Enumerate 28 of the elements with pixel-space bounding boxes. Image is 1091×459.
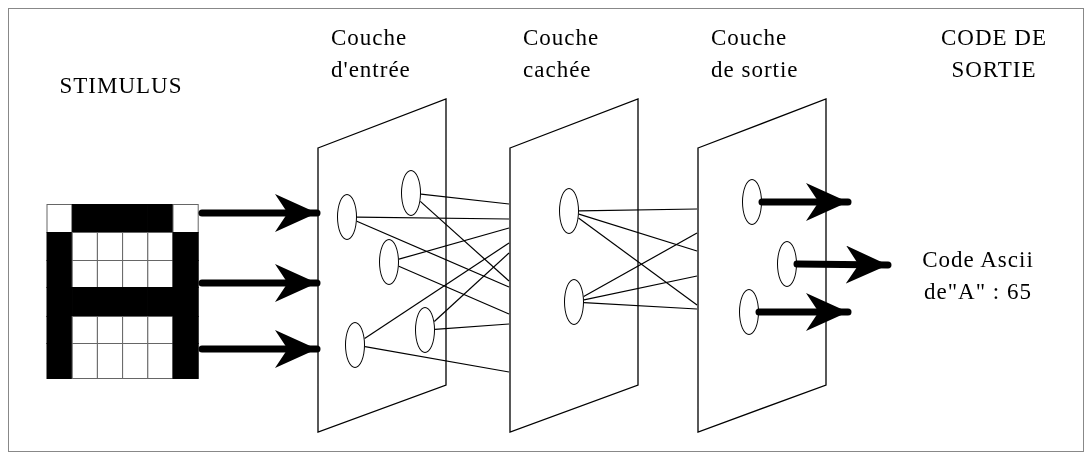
layer-heading: Couche d'entrée (331, 24, 412, 84)
output-code-text: Code Ascii de"A" : 65 (921, 246, 1035, 306)
layer-heading: Couche cachée (523, 24, 601, 84)
arrow (755, 293, 852, 331)
connection-line (583, 302, 698, 310)
stimulus-heading: STIMULUS (58, 72, 184, 100)
connection-line (356, 216, 510, 220)
connection-line (578, 208, 698, 212)
output-heading: CODE DE SORTIE (940, 24, 1048, 84)
connection-line (398, 227, 510, 260)
connection-line (577, 217, 698, 306)
arrow (758, 183, 852, 221)
arrow (198, 194, 321, 232)
connection-line (364, 242, 510, 340)
connection-line (583, 275, 698, 301)
connection-line (364, 346, 510, 373)
arrow (793, 245, 892, 284)
connection-line (578, 213, 698, 252)
connection-line (434, 323, 510, 330)
connection-line (583, 232, 698, 298)
connection-line (420, 193, 510, 205)
layer-heading: Couche de sortie (711, 24, 800, 84)
connection-line (419, 200, 510, 282)
arrow (198, 330, 321, 368)
connection-line (433, 252, 510, 323)
arrow (198, 264, 321, 302)
connection-line (356, 220, 510, 288)
connection-line (398, 265, 510, 315)
